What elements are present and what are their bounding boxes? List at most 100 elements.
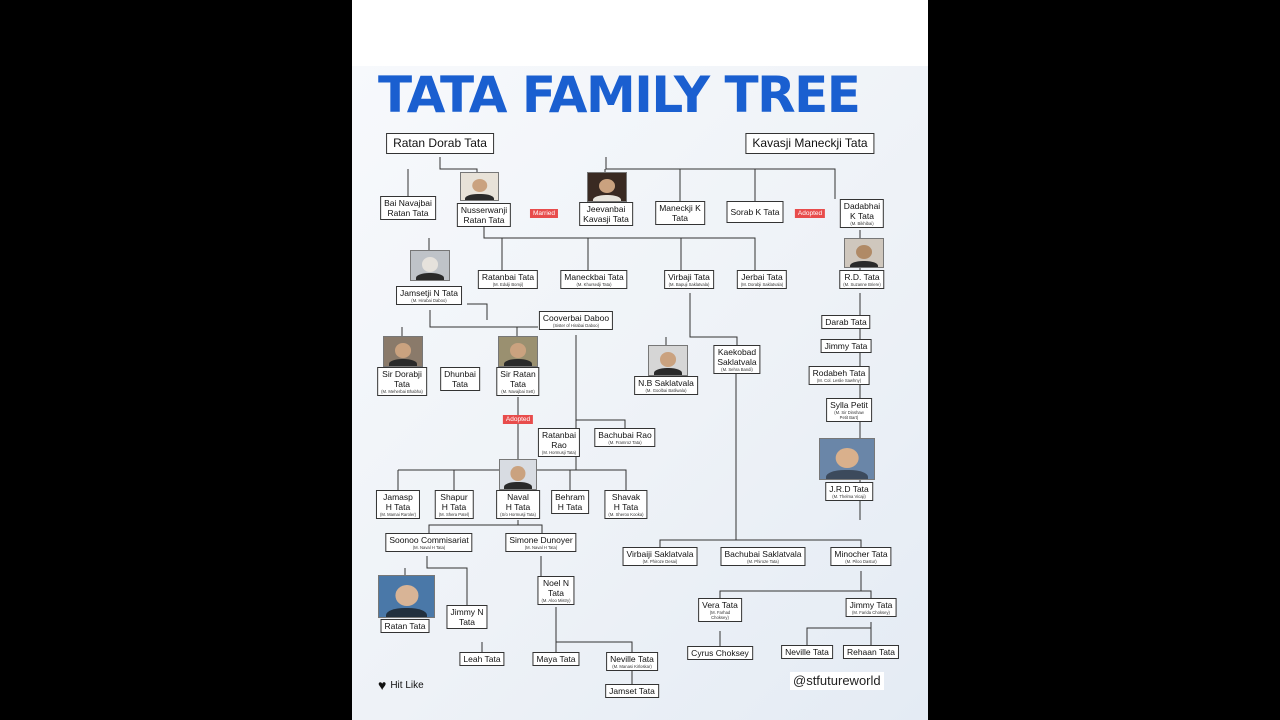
person-name: Bai Navajbai Ratan Tata xyxy=(384,198,432,218)
person-jeevanbai: Jeevanbai Kavasji Tata xyxy=(579,202,633,226)
photo-jeevanbai xyxy=(587,172,627,202)
spouse-note: (M. Dorabji Saklatvala) xyxy=(741,282,783,287)
connector-lines xyxy=(352,0,928,720)
spouse-note: (M. Hormusji Tata) xyxy=(542,450,576,455)
person-kaekobad-saklatvala: Kaekobad Saklatvala (M. Sehra Bandi) xyxy=(713,345,760,374)
person-name: Jimmy Tata xyxy=(825,341,868,351)
spouse-note: (M. Sir Dinshaw Petit Bart) xyxy=(830,410,868,420)
person-name: Jamasp H Tata xyxy=(380,492,416,512)
spouse-note: (M. Meherbai Bhabha) xyxy=(381,389,423,394)
person-sorab-k-tata: Sorab K Tata xyxy=(727,201,784,223)
person-ratanbai-tata: Ratanbai Tata (M. Edulji Bomji) xyxy=(478,270,538,289)
person-cooverbai-daboo: Cooverbai Daboo (Sister of Hirabai Daboo… xyxy=(539,311,613,330)
person-sir-ratan: Sir Ratan Tata (M. Navajbai Sett) xyxy=(496,367,539,396)
person-minocher-tata: Minocher Tata (M. Piloo Dastur) xyxy=(830,547,891,566)
like-prompt: ♥ Hit Like xyxy=(378,678,424,692)
person-name: Leah Tata xyxy=(463,654,500,664)
adopted-badge-right: Adopted xyxy=(795,209,825,218)
person-jimmy-tata: Jimmy Tata xyxy=(821,339,872,353)
person-name: Soonoo Commisariat xyxy=(389,535,468,545)
person-name: Maneckbai Tata xyxy=(564,272,623,282)
person-name: Ratan Dorab Tata xyxy=(393,136,487,151)
person-dhunbai-tata: Dhunbai Tata xyxy=(440,367,480,391)
photo-nusserwanji xyxy=(460,172,499,201)
person-name: Ratanbai Rao xyxy=(542,430,576,450)
person-name: Bachubai Rao xyxy=(598,430,651,440)
person-name: Virbaiji Saklatvala xyxy=(627,549,694,559)
photo-jamsetji xyxy=(410,250,450,281)
person-name: N.B Saklatvala xyxy=(638,378,694,388)
person-cyrus-choksey: Cyrus Choksey xyxy=(687,646,753,660)
person-name: Sir Dorabji Tata xyxy=(381,369,423,389)
person-name: Rehaan Tata xyxy=(847,647,895,657)
person-jrd-tata: J.R.D Tata (M. Thelma Vicaji) xyxy=(825,482,873,501)
spouse-note: (M. Bikhibai) xyxy=(844,221,880,226)
person-simone-dunoyer: Simone Dunoyer (M. Naval H Tata) xyxy=(505,533,576,552)
channel-handle: @stfutureworld xyxy=(790,672,884,690)
person-name: Cooverbai Daboo xyxy=(543,313,609,323)
person-sylla-petit: Sylla Petit (M. Sir Dinshaw Petit Bart) xyxy=(826,398,872,422)
person-name: Ratan Tata xyxy=(385,621,426,631)
person-rehaan-tata: Rehaan Tata xyxy=(843,645,899,659)
person-name: Sir Ratan Tata xyxy=(500,369,535,389)
spouse-note: (M. Suzanne Briere) xyxy=(843,282,880,287)
person-bai-navajbai: Bai Navajbai Ratan Tata xyxy=(380,196,436,220)
person-name: Rodabeh Tata xyxy=(813,368,866,378)
person-name: Dadabhai K Tata xyxy=(844,201,880,221)
person-rodabeh-tata: Rodabeh Tata (M. Col. Leslie Sawhny) xyxy=(809,366,870,385)
photo-naval-tata xyxy=(499,459,537,490)
person-nb-saklatvala: N.B Saklatvala (M. Goolbai Batliwala) xyxy=(634,376,698,395)
person-shavak-tata: Shavak H Tata (M. Sheroo Kooka) xyxy=(604,490,647,519)
spouse-note: (Sister of Hirabai Daboo) xyxy=(543,323,609,328)
spouse-note: (M. Farida Choksey) xyxy=(850,610,893,615)
person-name: Naval H Tata xyxy=(500,492,536,512)
spouse-note: (M. Hirabai Daboo) xyxy=(400,298,458,303)
person-kavasji-maneckji-tata: Kavasji Maneckji Tata xyxy=(745,133,874,154)
photo-rd-tata xyxy=(844,238,884,268)
tree-poster: TATA FAMILY TREE xyxy=(352,0,928,720)
person-name: Dhunbai Tata xyxy=(444,369,476,389)
person-jerbai-tata: Jerbai Tata (M. Dorabji Saklatvala) xyxy=(737,270,787,289)
photo-sir-dorabji xyxy=(383,336,423,367)
person-virbaji-tata: Virbaji Tata (M. Bapuji Saklatvala) xyxy=(664,270,714,289)
person-name: J.R.D Tata xyxy=(829,484,869,494)
photo-sir-ratan xyxy=(498,336,538,367)
spouse-note: (M. Manasi Kirloskar) xyxy=(610,664,654,669)
person-naval-tata: Naval H Tata (S/o Hormusji Tata) xyxy=(496,490,540,519)
spouse-note: (M. Thelma Vicaji) xyxy=(829,494,869,499)
married-badge: Married xyxy=(530,209,558,218)
person-name: Neville Tata xyxy=(610,654,654,664)
person-name: Sylla Petit xyxy=(830,400,868,410)
person-bachubai-rao: Bachubai Rao (M. Framroz Tata) xyxy=(594,428,655,447)
person-bachubai-saklatvala: Bachubai Saklatvala (M. Phiroze Tata) xyxy=(720,547,805,566)
adopted-badge-left: Adopted xyxy=(503,415,533,424)
person-ratanbai-rao: Ratanbai Rao (M. Hormusji Tata) xyxy=(538,428,580,457)
person-ratan-dorab-tata: Ratan Dorab Tata xyxy=(386,133,494,154)
spouse-note: (M. Navajbai Sett) xyxy=(500,389,535,394)
spouse-note: (M. Bapuji Saklatvala) xyxy=(668,282,710,287)
spouse-note: (M. Edulji Bomji) xyxy=(482,282,534,287)
person-maneckji-k-tata: Maneckji K Tata xyxy=(655,201,705,225)
person-name: Kavasji Maneckji Tata xyxy=(752,136,867,151)
spouse-note: (M. Sheroo Kooka) xyxy=(608,512,643,517)
spouse-note: (M. Phiroze Desai) xyxy=(627,559,694,564)
person-ratan-tata: Ratan Tata xyxy=(381,619,430,633)
person-jimmy-n-tata: Jimmy N Tata xyxy=(446,605,487,629)
person-name: Maneckji K Tata xyxy=(659,203,701,223)
person-name: Jimmy N Tata xyxy=(450,607,483,627)
person-maya-tata: Maya Tata xyxy=(532,652,579,666)
spouse-note: (M. Farhad Choksey) xyxy=(702,610,738,620)
person-sir-dorabji: Sir Dorabji Tata (M. Meherbai Bhabha) xyxy=(377,367,427,396)
person-darab-tata: Darab Tata xyxy=(821,315,870,329)
photo-ratan-tata xyxy=(378,575,435,618)
person-name: Jimmy Tata xyxy=(850,600,893,610)
person-name: R.D. Tata xyxy=(843,272,880,282)
person-name: Darab Tata xyxy=(825,317,866,327)
person-neville-tata-noel: Neville Tata (M. Manasi Kirloskar) xyxy=(606,652,658,671)
person-name: Virbaji Tata xyxy=(668,272,710,282)
person-name: Noel N Tata xyxy=(541,578,570,598)
person-name: Simone Dunoyer xyxy=(509,535,572,545)
spouse-note: (S/o Hormusji Tata) xyxy=(500,512,536,517)
photo-nb-saklatvala xyxy=(648,345,688,376)
person-jamasp-tata: Jamasp H Tata (M. Mamai Raroler) xyxy=(376,490,420,519)
